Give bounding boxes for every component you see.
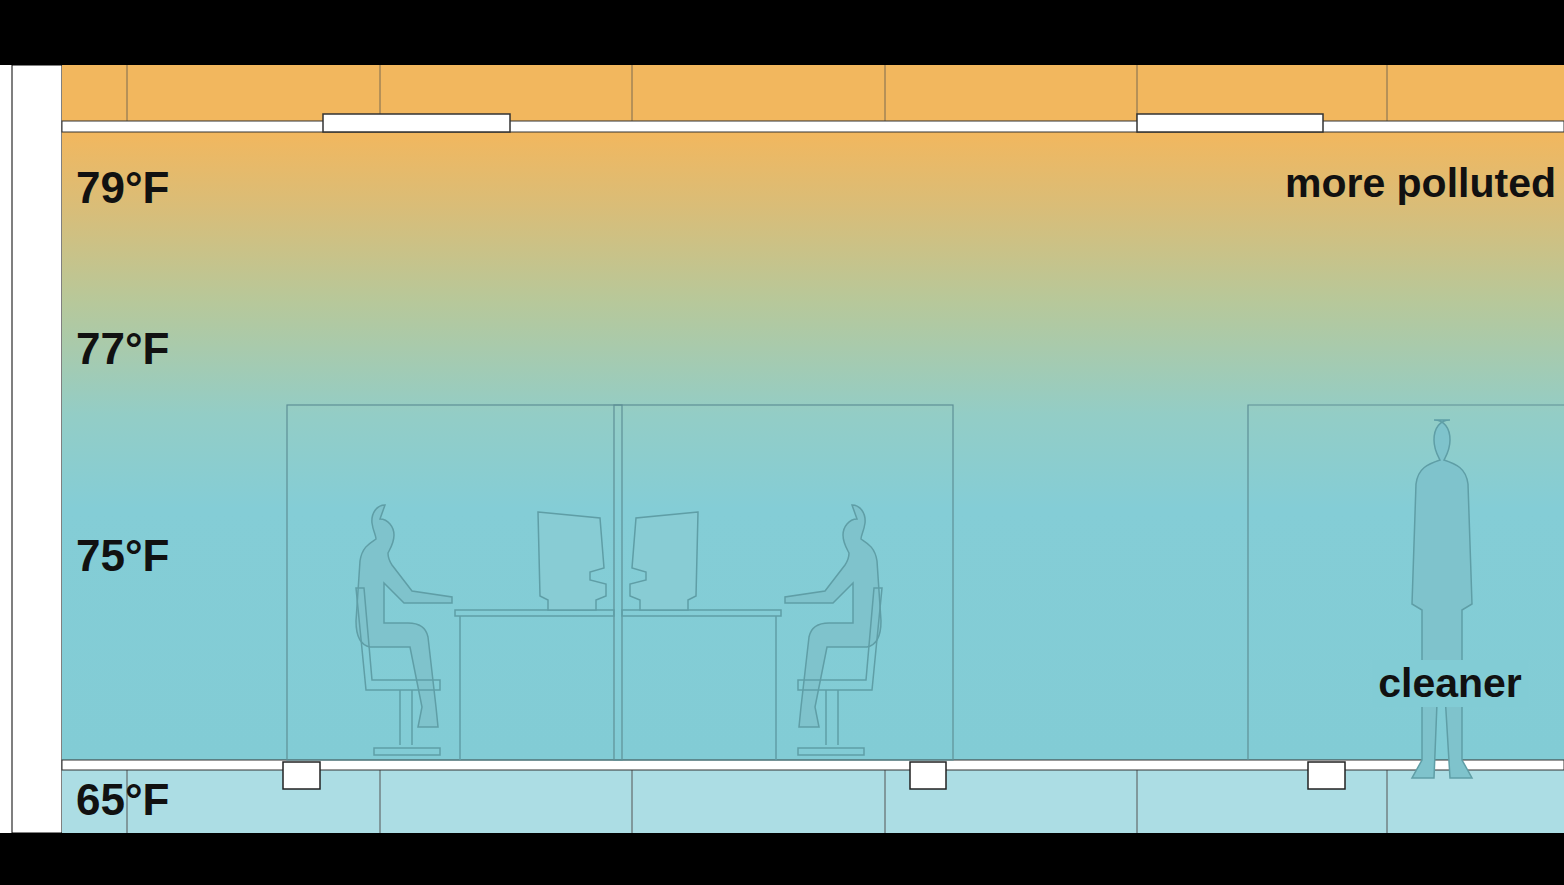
slab [0, 833, 1564, 885]
zone-note: cleaner [1372, 660, 1528, 707]
wall [12, 65, 62, 833]
light-fixture [323, 114, 510, 132]
temperature-label: 77°F [76, 327, 169, 371]
zone-note: more polluted [1285, 163, 1556, 204]
temperature-label: 75°F [76, 534, 169, 578]
chair [356, 588, 882, 755]
monitor [538, 512, 698, 610]
floor-diffusers [283, 762, 1345, 789]
desk [455, 610, 781, 760]
slab [0, 0, 1564, 65]
seated-person [356, 505, 881, 727]
standing-person [1412, 420, 1472, 778]
light-fixture [1137, 114, 1323, 132]
temperature-label: 79°F [76, 166, 169, 210]
cubicle [287, 405, 1564, 760]
temperature-label: 65°F [76, 778, 169, 822]
room-air [62, 132, 1564, 760]
ceiling-plenum [62, 65, 1564, 121]
ceiling [62, 121, 1564, 132]
